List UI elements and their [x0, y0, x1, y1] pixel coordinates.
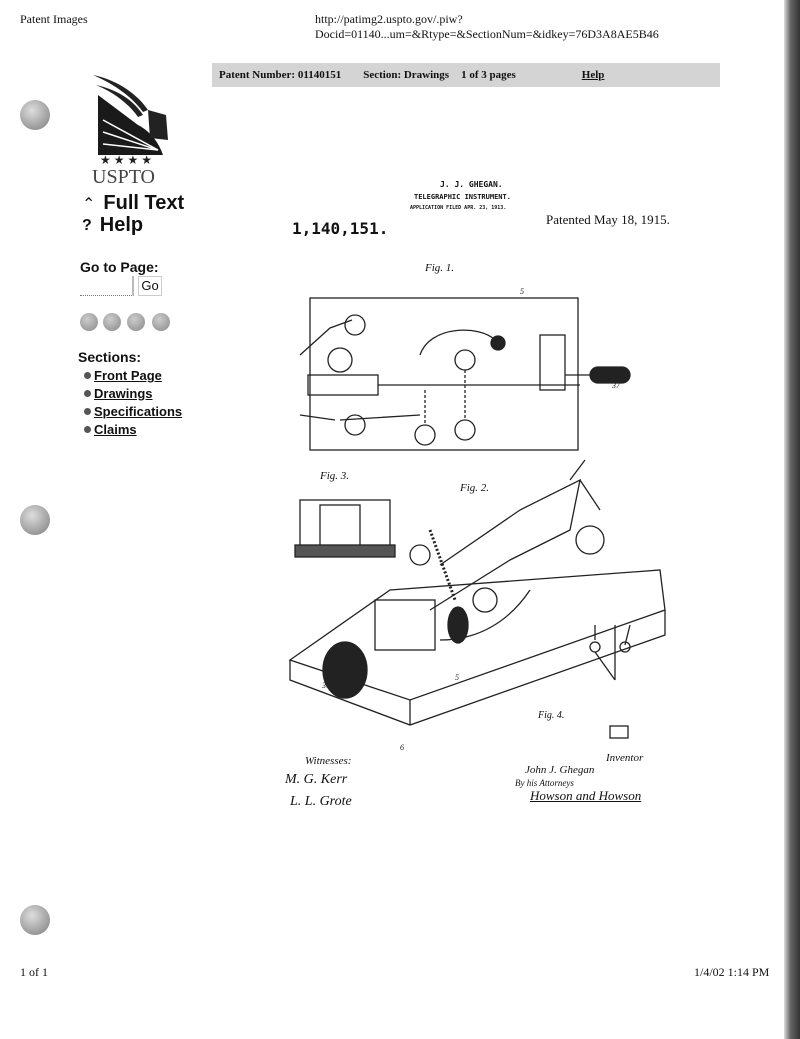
bullet-icon — [84, 408, 91, 415]
section-specifications[interactable]: Specifications — [84, 404, 182, 419]
page-count: 1 of 3 pages — [461, 69, 516, 81]
patent-number-printed: 1,140,151. — [292, 219, 389, 238]
goto-label: Go to Page: — [80, 259, 159, 275]
print-page-number: 1 of 1 — [20, 965, 48, 979]
svg-text:5: 5 — [520, 287, 524, 296]
patent-filed: APPLICATION FILED APR. 23, 1913. — [410, 205, 507, 211]
witnesses-label: Witnesses: — [305, 755, 352, 767]
section-label: Section: Drawings — [363, 69, 450, 81]
attorney-signature: Howson and Howson — [530, 788, 642, 803]
sections-label: Sections: — [78, 349, 142, 365]
punch-hole — [20, 905, 50, 935]
scan-edge — [784, 0, 800, 1039]
help-link[interactable]: Help — [581, 69, 605, 81]
patent-title: TELEGRAPHIC INSTRUMENT. — [414, 193, 511, 201]
caret-up-icon: ⌃ — [82, 195, 96, 213]
fig3-label: Fig. 3. — [320, 470, 350, 482]
patent-drawing: 5 37 6 37 5 — [288, 287, 666, 752]
witness-signature: L. L. Grote — [290, 794, 352, 809]
go-button[interactable]: Go — [138, 276, 162, 296]
logo-text: USPTO — [92, 166, 155, 188]
witness-signature: M. G. Kerr — [285, 772, 348, 787]
prev-page-button[interactable] — [103, 313, 121, 331]
help-nav-link[interactable]: ? Help — [82, 214, 143, 237]
print-datetime: 1/4/02 1:14 PM — [694, 965, 770, 979]
section-drawings[interactable]: Drawings — [84, 386, 153, 401]
patent-date: Patented May 18, 1915. — [546, 212, 670, 227]
fig2-label: Fig. 2. — [460, 482, 490, 494]
question-icon: ? — [82, 216, 92, 234]
section-link[interactable]: Claims — [94, 422, 137, 437]
eagle-icon: ★ ★ ★ ★ — [93, 75, 168, 167]
section-front-page[interactable]: Front Page — [84, 368, 162, 383]
fig4-label: Fig. 4. — [538, 710, 565, 721]
svg-text:★ ★ ★ ★: ★ ★ ★ ★ — [100, 153, 152, 165]
help-label: Help — [99, 214, 144, 236]
last-page-button[interactable] — [152, 313, 170, 331]
patent-number: Patent Number: 01140151 — [219, 69, 342, 81]
svg-text:37: 37 — [611, 381, 621, 390]
bullet-icon — [84, 390, 91, 397]
fig1-label: Fig. 1. — [425, 262, 455, 274]
next-page-button[interactable] — [127, 313, 145, 331]
goto-page-input[interactable] — [80, 276, 134, 296]
attorneys-label: By his Attorneys — [515, 778, 574, 788]
svg-text:37: 37 — [321, 681, 331, 690]
bullet-icon — [84, 372, 91, 379]
bullet-icon — [84, 426, 91, 433]
punch-hole — [20, 505, 50, 535]
print-title: Patent Images — [20, 12, 88, 26]
section-link[interactable]: Drawings — [94, 386, 153, 401]
print-url: http://patimg2.uspto.gov/.piw?Docid=0114… — [315, 12, 659, 41]
full-text-label: Full Text — [103, 192, 185, 214]
section-claims[interactable]: Claims — [84, 422, 137, 437]
inventor-label: Inventor — [606, 752, 644, 764]
full-text-link[interactable]: ⌃ Full Text — [82, 192, 184, 215]
first-page-button[interactable] — [80, 313, 98, 331]
punch-hole — [20, 100, 50, 130]
uspto-logo[interactable]: ★ ★ ★ ★ USPTO — [88, 70, 178, 188]
svg-text:6: 6 — [400, 743, 404, 752]
section-link[interactable]: Front Page — [94, 368, 162, 383]
patent-toolbar: Patent Number: 01140151 Section: Drawing… — [212, 63, 720, 87]
section-link[interactable]: Specifications — [94, 404, 183, 419]
inventor-signature: John J. Ghegan — [525, 764, 595, 776]
svg-text:5: 5 — [455, 673, 459, 682]
patent-inventor: J. J. GHEGAN. — [440, 180, 503, 189]
